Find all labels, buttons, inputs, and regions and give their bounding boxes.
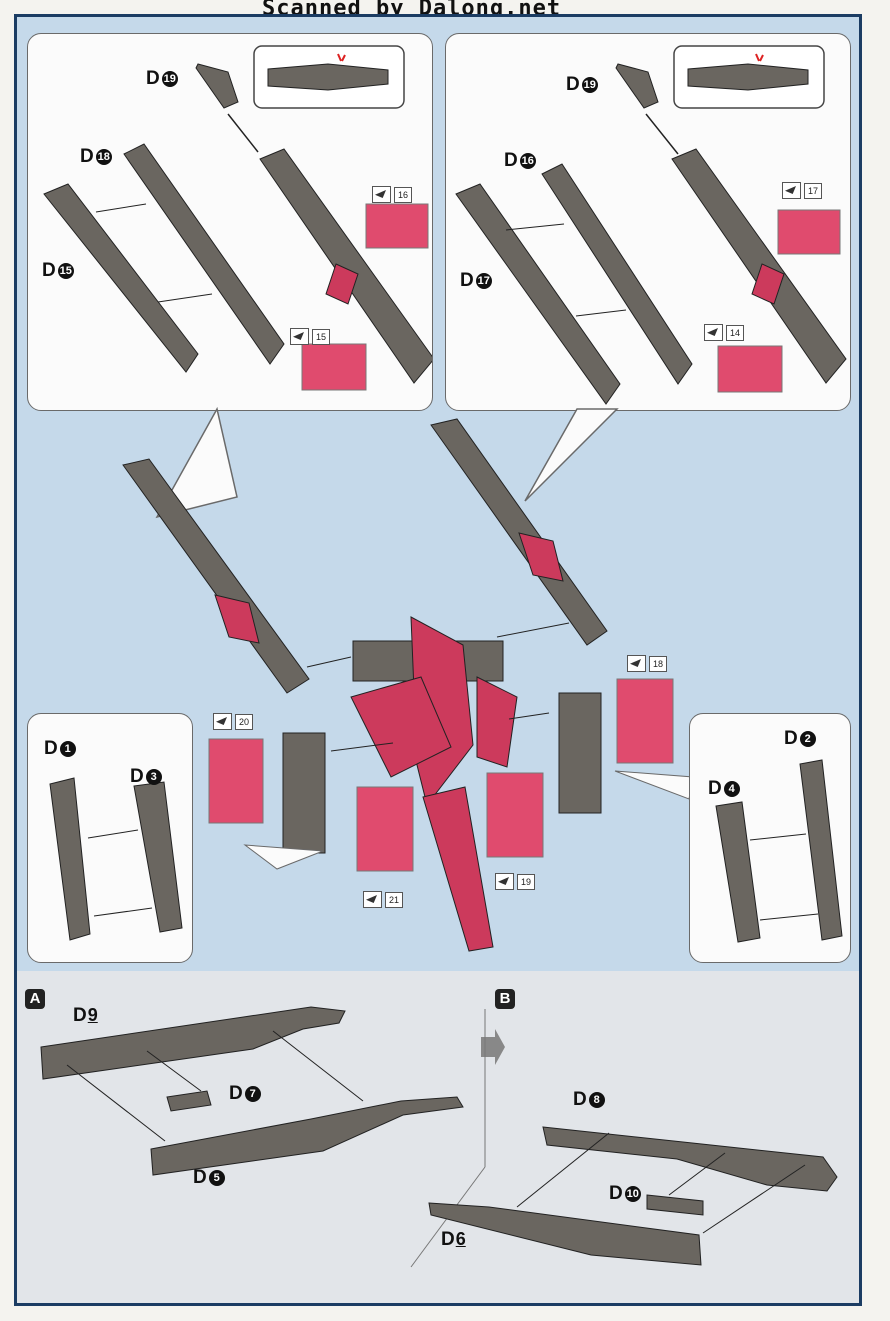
sticker-ref-16: 16 — [372, 186, 412, 203]
sticker-icon — [213, 713, 232, 730]
weapon-assembly-left-art — [43, 45, 432, 391]
sticker-icon — [495, 873, 514, 890]
sticker-icon — [372, 186, 391, 203]
sticker-ref-19: 19 — [495, 873, 535, 890]
main-assembly-art — [122, 406, 694, 952]
sticker-ref-15: 15 — [290, 328, 330, 345]
part-label-d9: D9 — [73, 1005, 98, 1026]
step-marker-a: A — [25, 989, 45, 1009]
sticker-icon — [704, 324, 723, 341]
sticker-ref-18: 18 — [627, 655, 667, 672]
sticker-icon — [782, 182, 801, 199]
sticker-ref-20: 20 — [213, 713, 253, 730]
sticker-icon — [627, 655, 646, 672]
step-marker-b: B — [495, 989, 515, 1009]
sticker-ref-17: 17 — [782, 182, 822, 199]
part-label-d6: D6 — [441, 1229, 466, 1250]
sticker-ref-14: 14 — [704, 324, 744, 341]
sticker-icon — [363, 891, 382, 908]
part-d2-d4-art — [715, 759, 843, 943]
sub-assembly-area — [17, 971, 859, 1303]
weapon-assembly-right-art — [455, 45, 847, 405]
sticker-ref-21: 21 — [363, 891, 403, 908]
sticker-icon — [290, 328, 309, 345]
